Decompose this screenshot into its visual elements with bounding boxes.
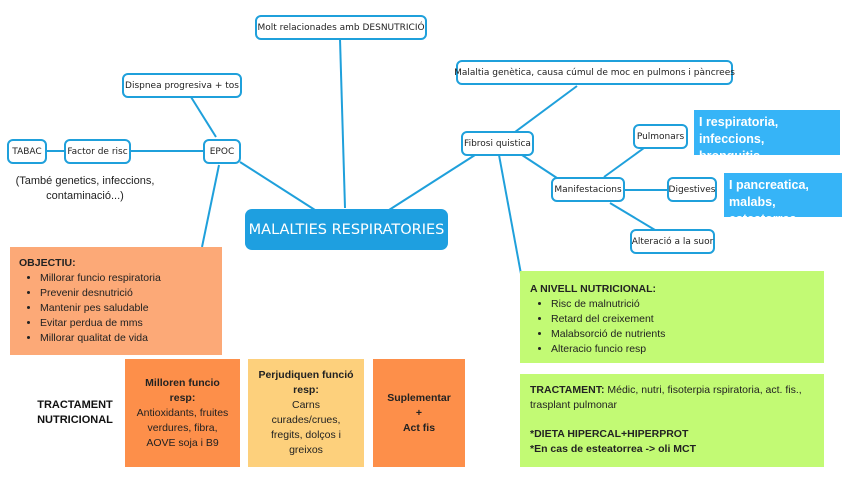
milloren-line: Antioxidants, fruites (136, 406, 229, 419)
dieta-note: *DIETA HIPERCAL+HIPERPROT (530, 428, 689, 440)
milloren-title-line1: Milloren funcio (145, 376, 220, 389)
link-fibrosi-nivell (498, 154, 522, 275)
note-tambe-line2: contaminació...) (46, 190, 124, 202)
node-factor-risc[interactable]: Factor de risc (64, 139, 131, 164)
objectiu-item: Mantenir pes saludable (40, 301, 222, 316)
nivell-item: Retard del creixement (551, 312, 824, 327)
info-pulmonars-line2: bronquitis (699, 149, 761, 163)
info-pulmonars: I respiratoria, infeccions, bronquitis (694, 110, 840, 163)
perjudiquen-line: Carns (291, 399, 320, 411)
nivell-item: Alteracio funcio resp (551, 342, 824, 357)
esteatorrea-note: *En cas de esteatorrea -> oli MCT (530, 443, 697, 455)
link-central-desnutricio (339, 38, 346, 209)
objectiu-list: Millorar funcio respiratoria Prevenir de… (19, 271, 222, 346)
link-manifest-pulmonars (603, 147, 645, 178)
node-tabac[interactable]: TABAC (7, 139, 47, 164)
tractament-fibrosi-panel: TRACTAMENT: Médic, nutri, fisoterpia rsp… (520, 374, 824, 467)
node-manifestacions[interactable]: Manifestacions (551, 177, 625, 202)
node-fibrosi[interactable]: Fibrosi quistica (461, 131, 534, 156)
info-digestives: I pancreatica, malabs, esteatorrea (724, 173, 842, 226)
node-dispnea[interactable]: Dispnea progresiva + tos (122, 73, 242, 98)
node-epoc[interactable]: EPOC (203, 139, 241, 164)
objectiu-item: Prevenir desnutrició (40, 286, 222, 301)
objectiu-item: Millorar funcio respiratoria (40, 271, 222, 286)
node-pulmonars[interactable]: Pulmonars (633, 124, 688, 149)
objectiu-heading: OBJECTIU: (19, 257, 76, 269)
suplementar-line: + (415, 406, 423, 419)
tractament-fibrosi-text1: Médic, nutri, fisoterpia rspiratoria, ac… (604, 384, 802, 396)
link-fibrosi-genetica (514, 85, 578, 133)
link-epoc-objectiu (201, 164, 220, 248)
central-topic[interactable]: MALALTIES RESPIRATORIES (245, 209, 448, 250)
nivell-nutricional-panel: A NIVELL NUTRICIONAL: Risc de malnutrici… (520, 271, 824, 363)
milloren-line: verdures, fibra, (147, 421, 218, 434)
perjudiquen-title-line2: resp: (293, 384, 319, 396)
perjudiquen-line: curades/crues, (271, 414, 341, 426)
perjudiquen-line: greixos (289, 444, 323, 456)
suplementar-box: Suplementar + Act fis (373, 359, 465, 467)
perjudiquen-line: fregits, dolços i (270, 429, 342, 441)
node-malaltia-genetica[interactable]: Malaltia genètica, causa cúmul de moc en… (454, 60, 735, 85)
nivell-item: Risc de malnutrició (551, 297, 824, 312)
suplementar-line: Suplementar (387, 391, 451, 404)
perjudiquen-title-line1: Perjudiquen funció (258, 369, 354, 381)
link-epoc-dispnea (190, 96, 217, 138)
tractament-fibrosi-heading: TRACTAMENT: (530, 384, 605, 396)
node-digestives[interactable]: Digestives (667, 177, 717, 202)
link-manifest-suor (609, 202, 656, 231)
tractament-nutricional-line1: TRACTAMENT (37, 399, 113, 411)
nivell-item: Malabsorció de nutrients (551, 327, 824, 342)
note-tambe-line1: (També genetics, infeccions, (15, 175, 155, 187)
info-digestives-line1: I pancreatica, (729, 178, 809, 192)
objectiu-item: Evitar perdua de mms (40, 316, 222, 331)
link-central-fibrosi (388, 154, 476, 211)
info-digestives-line2: malabs, esteatorrea (729, 195, 797, 226)
objectiu-panel: OBJECTIU: Millorar funcio respiratoria P… (10, 247, 222, 355)
milloren-title-line2: resp: (169, 391, 196, 404)
nivell-list: Risc de malnutrició Retard del creixemen… (530, 297, 824, 357)
info-pulmonars-line1: I respiratoria, infeccions, (699, 115, 779, 146)
suplementar-line: Act fis (402, 421, 436, 434)
milloren-box: Milloren funcio resp: Antioxidants, frui… (125, 359, 240, 467)
perjudiquen-box: Perjudiquen funció resp: Carns curades/c… (248, 359, 364, 467)
nivell-heading: A NIVELL NUTRICIONAL: (530, 283, 656, 295)
milloren-line: AOVE soja i B9 (146, 436, 219, 449)
tractament-fibrosi-text2: trasplant pulmonar (530, 399, 617, 411)
note-tambe: (També genetics, infeccions, contaminaci… (10, 174, 160, 204)
objectiu-item: Millorar qualitat de vida (40, 331, 222, 346)
tractament-fibrosi-line1: TRACTAMENT: Médic, nutri, fisoterpia rsp… (530, 383, 824, 398)
node-desnutricio[interactable]: Molt relacionades amb DESNUTRICIÓ (255, 15, 427, 40)
node-alteracio-suor[interactable]: Alteració a la suor (630, 229, 715, 254)
tractament-nutricional-line2: NUTRICIONAL (37, 414, 113, 426)
tractament-nutricional-label: TRACTAMENT NUTRICIONAL (20, 398, 130, 428)
link-central-epoc (239, 161, 316, 211)
link-fibrosi-manifest (521, 154, 561, 181)
